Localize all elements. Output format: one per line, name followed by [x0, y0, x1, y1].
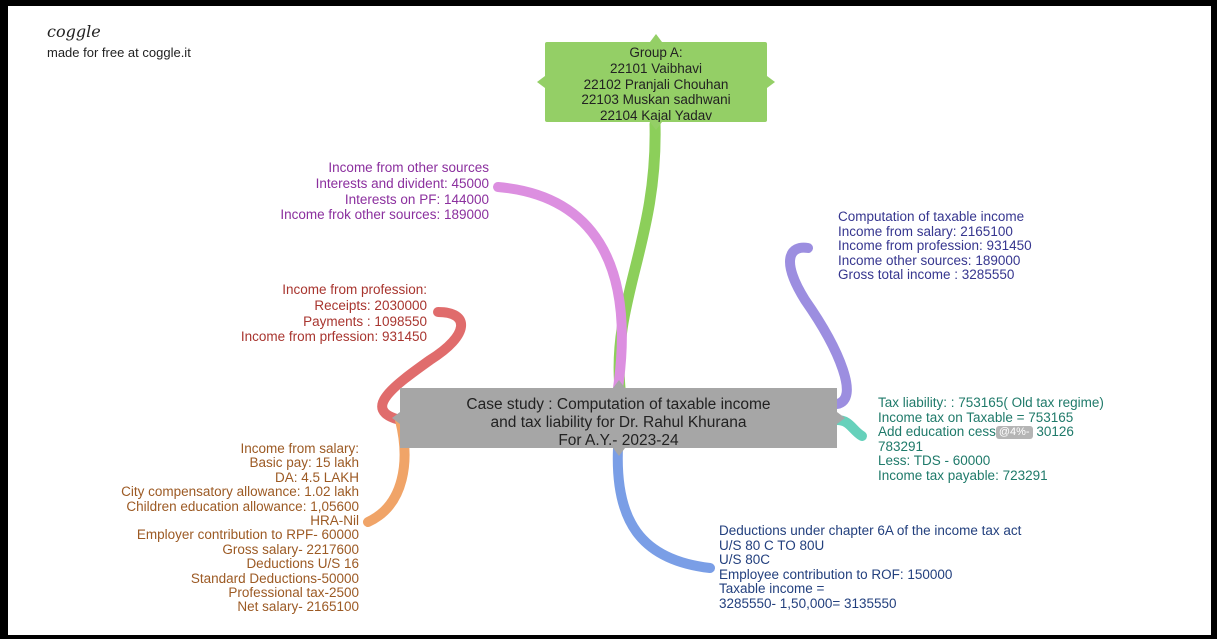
taxable-line: Income from salary: 2165100: [838, 223, 1013, 239]
profession-line: Receipts: 2030000: [314, 297, 427, 313]
other-sources-node[interactable]: Income from other sources Interests and …: [280, 160, 489, 223]
salary-line: Employer contribution to RPF- 60000: [136, 527, 359, 543]
other-sources-line: Income from other sources: [328, 160, 489, 175]
deductions-line: U/S 80 C TO 80U: [719, 537, 825, 553]
other-sources-line: Interests on PF: 144000: [344, 191, 489, 207]
education-cess-label: Add education cess: [878, 424, 996, 440]
salary-line: City compensatory allowance: 1.02 lakh: [121, 484, 359, 500]
deductions-line: 3285550- 1,50,000= 3135550: [719, 595, 897, 611]
taxable-line: Income other sources: 189000: [838, 252, 1021, 268]
tax-liability-line: Income tax payable: 723291: [878, 467, 1048, 483]
group-arrow-up-icon: [650, 34, 662, 42]
profession-line: Payments : 1098550: [303, 313, 427, 329]
tax-liability-line: Tax liability: : 753165( Old tax regime): [878, 395, 1104, 410]
central-arrow-right-icon: [837, 412, 845, 424]
tax-liability-line: Income tax on Taxable = 753165: [878, 409, 1074, 425]
central-arrow-left-icon: [392, 412, 400, 424]
group-line: Group A:: [629, 45, 683, 60]
central-arrow-up-icon: [613, 380, 625, 388]
other-sources-line: Income frok other sources: 189000: [280, 207, 489, 223]
central-node[interactable]: Case study : Computation of taxable inco…: [400, 388, 837, 449]
salary-line: Deductions U/S 16: [246, 556, 359, 572]
group-line: 22104 Kajal Yadav: [599, 108, 713, 124]
salary-line: Children education allowance: 1,05600: [126, 498, 359, 514]
salary-line: Basic pay: 15 lakh: [249, 455, 359, 471]
group-line: 22103 Muskan sadhwani: [581, 92, 731, 108]
deductions-line: U/S 80C: [719, 552, 771, 568]
group-line: 22101 Vaibhavi: [609, 60, 703, 76]
tax-liability-node[interactable]: Tax liability: : 753165( Old tax regime)…: [878, 395, 1104, 484]
deductions-line: Employee contribution to ROF: 150000: [719, 566, 953, 582]
central-line: For A.Y.- 2023-24: [558, 432, 679, 449]
salary-line: Net salary- 2165100: [237, 599, 359, 615]
deductions-line: Taxable income =: [719, 581, 825, 597]
deductions-line: Deductions under chapter 6A of the incom…: [719, 523, 1022, 538]
salary-node[interactable]: Income from salary: Basic pay: 15 lakh D…: [121, 441, 359, 615]
profession-line: Income from prfession: 931450: [240, 329, 427, 345]
taxable-line: Income from profession: 931450: [838, 238, 1032, 253]
salary-line: Income from salary:: [240, 441, 359, 456]
coggle-logo[interactable]: coggle: [47, 22, 101, 41]
group-a-node[interactable]: Group A: 22101 Vaibhavi 22102 Pranjali C…: [545, 42, 767, 124]
tax-liability-line: Less: TDS - 60000: [878, 453, 991, 469]
salary-line: HRA-Nil: [310, 513, 359, 529]
profession-node[interactable]: Income from profession: Receipts: 203000…: [241, 282, 427, 345]
taxable-line: Gross total income : 3285550: [838, 267, 1015, 282]
branch-deductions: [612, 443, 715, 573]
salary-line: DA: 4.5 LAKH: [274, 469, 359, 485]
branch-profession: [377, 307, 467, 425]
other-sources-line: Interests and divident: 45000: [315, 175, 489, 191]
tax-liability-line: Add education cess@4%- 30126: [878, 424, 1104, 440]
tax-liability-line: 783291: [878, 438, 924, 454]
cess-rate-badge: @4%-: [995, 426, 1033, 440]
group-arrow-right-icon: [767, 76, 775, 88]
group-arrow-left-icon: [537, 76, 545, 88]
profession-line: Income from profession:: [282, 282, 427, 297]
branch-other-sources: [493, 182, 627, 393]
central-arrow-down-icon: [613, 448, 625, 456]
education-cess-value: 30126: [1032, 424, 1074, 440]
branch-taxable: [785, 242, 852, 409]
deductions-node[interactable]: Deductions under chapter 6A of the incom…: [719, 523, 1022, 612]
central-line: and tax liability for Dr. Rahul Khurana: [490, 414, 747, 431]
salary-line: Standard Deductions-50000: [190, 570, 359, 586]
coggle-credit[interactable]: made for free at coggle.it: [47, 45, 191, 60]
group-line: 22102 Pranjali Chouhan: [583, 76, 729, 92]
taxable-line: Computation of taxable income: [838, 209, 1025, 224]
central-line: Case study : Computation of taxable inco…: [466, 396, 771, 413]
group-arrow-down-icon: [650, 122, 662, 130]
salary-line: Professional tax-2500: [228, 585, 359, 601]
salary-line: Gross salary- 2217600: [222, 541, 359, 557]
taxable-income-node[interactable]: Computation of taxable income Income fro…: [838, 209, 1032, 283]
